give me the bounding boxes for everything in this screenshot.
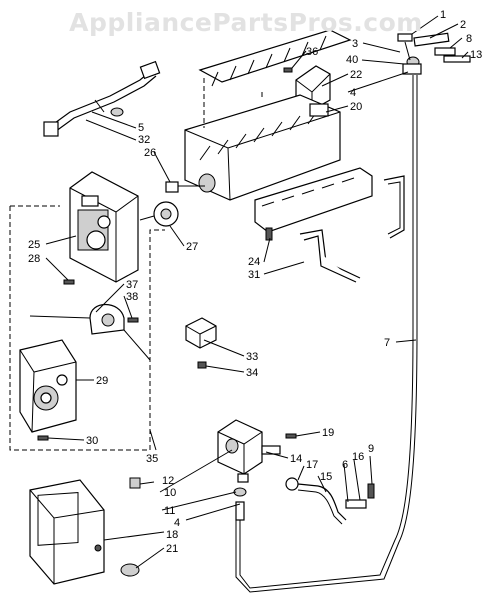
fill-tube-fitting-assembly <box>397 32 471 75</box>
label-part-30: 30 <box>86 435 98 447</box>
part-31-feeler-arm <box>299 229 361 283</box>
leader-lines <box>45 15 469 569</box>
part-19-screw <box>285 433 297 439</box>
label-part-3: 3 <box>352 38 358 50</box>
part-15-inlet-tube <box>285 477 375 525</box>
part-bail-rail <box>383 175 405 239</box>
label-part-16: 16 <box>352 451 364 463</box>
label-part-27: 27 <box>186 241 198 253</box>
label-part-31: 31 <box>248 269 260 281</box>
label-part-4-bottom: 4 <box>174 517 180 529</box>
label-part-25: 25 <box>28 239 40 251</box>
label-part-22: 22 <box>350 69 362 81</box>
label-part-40: 40 <box>346 54 358 66</box>
label-part-21: 21 <box>166 543 178 555</box>
label-part-18: 18 <box>166 529 178 541</box>
part-28-screw <box>63 279 75 285</box>
label-part-36: 36 <box>306 46 318 58</box>
part-34-screw <box>197 361 207 369</box>
label-part-10: 10 <box>164 487 176 499</box>
part-24-stripper <box>254 167 373 241</box>
part-7-water-tube <box>239 75 414 589</box>
label-part-28: 28 <box>28 253 40 265</box>
label-part-9: 9 <box>368 443 374 455</box>
label-part-19: 19 <box>322 427 334 439</box>
part-13-tube-end <box>443 55 471 63</box>
label-part-14: 14 <box>290 453 302 465</box>
label-part-33: 33 <box>246 351 258 363</box>
label-part-13: 13 <box>470 49 482 61</box>
label-part-4-top: 4 <box>350 87 356 99</box>
part-5-32-wire-strap <box>43 60 161 137</box>
part-29-mounting-plate <box>19 339 77 433</box>
label-part-37: 37 <box>126 279 138 291</box>
part-27-coupling <box>139 201 179 227</box>
part-20-ice-mold <box>184 94 341 201</box>
label-part-24: 24 <box>248 256 260 268</box>
label-part-17: 17 <box>306 459 318 471</box>
label-part-6: 6 <box>342 459 348 471</box>
label-part-8: 8 <box>466 33 472 45</box>
part-2-coupling <box>413 32 450 47</box>
label-part-34: 34 <box>246 367 258 379</box>
label-part-38: 38 <box>126 291 138 303</box>
callout-labels: 1 2 3 8 13 40 36 22 4 20 5 32 26 25 28 2… <box>28 9 482 555</box>
part-12-nut <box>129 477 141 489</box>
label-part-15: 15 <box>320 471 332 483</box>
part-8-fitting <box>434 47 456 56</box>
label-part-20: 20 <box>350 101 362 113</box>
part-21-plug <box>120 563 140 577</box>
part-25-control-housing <box>69 171 139 283</box>
label-part-12: 12 <box>162 475 174 487</box>
part-18-cover <box>29 479 105 585</box>
label-part-5: 5 <box>138 122 144 134</box>
label-part-1: 1 <box>440 9 446 21</box>
label-part-29: 29 <box>96 375 108 387</box>
part-26-shutoff-arm <box>165 181 205 193</box>
label-part-35: 35 <box>146 453 158 465</box>
watermark-text: AppliancePartsPros.com <box>69 8 423 37</box>
part-37-38-motor <box>89 304 139 335</box>
part-1-nut <box>397 33 413 42</box>
part-fill-cup <box>402 63 422 75</box>
label-part-32: 32 <box>138 134 150 146</box>
part-10-water-valve <box>217 419 281 483</box>
label-part-7: 7 <box>384 337 390 349</box>
part-ejector-blades <box>198 29 352 87</box>
label-part-26: 26 <box>144 147 156 159</box>
label-part-2: 2 <box>460 19 466 31</box>
part-36-screw <box>283 67 293 73</box>
part-33-switch <box>185 317 217 349</box>
label-part-11: 11 <box>164 505 175 517</box>
part-30-screw <box>37 435 49 441</box>
assembly-35-dashed-box <box>9 206 165 451</box>
